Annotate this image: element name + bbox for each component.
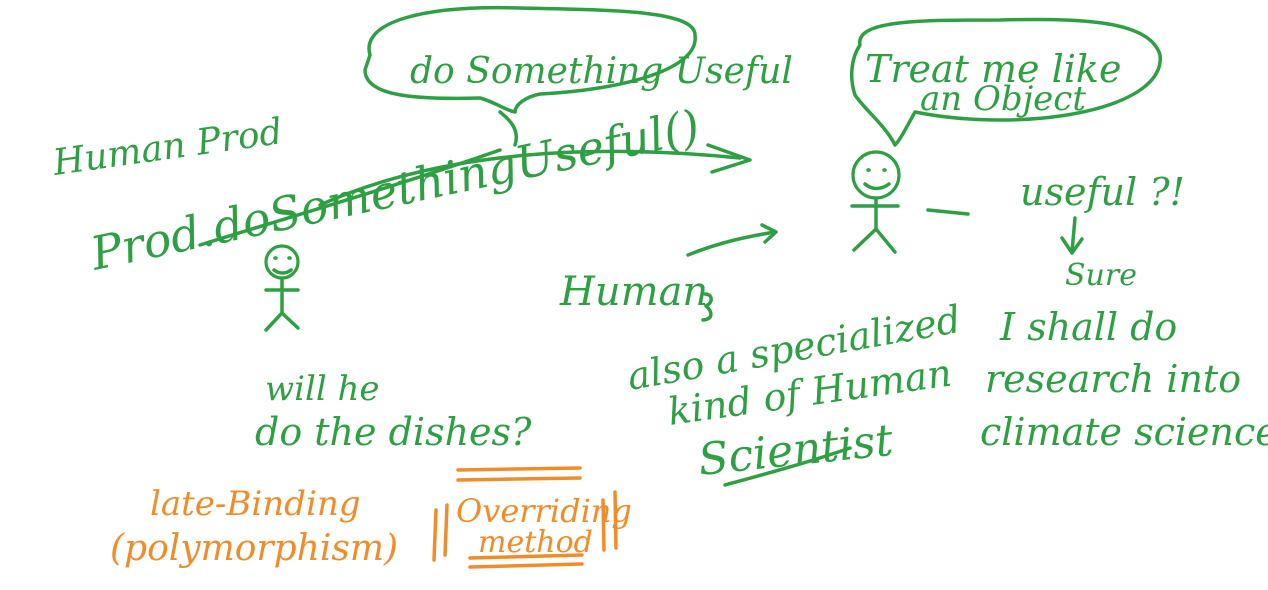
label-useful-question: useful ?! — [1020, 170, 1185, 214]
label-research-line1: I shall do — [999, 305, 1177, 349]
label-research-line3: climate science — [980, 410, 1268, 454]
right-dash — [926, 208, 970, 216]
orange-double-bar-right — [601, 490, 618, 552]
bubble-left-text: do Something Useful — [410, 51, 793, 92]
label-late-binding-line1: late-Binding — [150, 484, 360, 524]
speech-bubble-left — [363, 5, 697, 114]
orange-box — [456, 466, 584, 569]
arrow-long — [318, 149, 742, 207]
stick-figure-right-mouth — [863, 182, 891, 191]
arrowhead-long — [706, 143, 752, 174]
stick-figure-left-body — [264, 276, 300, 332]
label-human-prod: Human Prod — [50, 111, 285, 184]
speech-bubble-right — [849, 17, 1162, 147]
arrowhead-down-right — [1060, 236, 1084, 255]
arrow-down-right — [1070, 216, 1077, 254]
label-research-line2: research into — [985, 357, 1241, 401]
label-late-binding-line2: (polymorphism) — [110, 528, 398, 569]
arrowhead-human — [760, 223, 778, 244]
bubble-right-text-line2: an Object — [920, 79, 1086, 119]
label-dishes-line2: do the dishes? — [255, 410, 532, 454]
scientist-underline — [723, 446, 852, 487]
stick-figure-left-mouth — [272, 268, 293, 275]
bubble-right-text-line1: Treat me like — [865, 47, 1121, 91]
label-sure: Sure — [1065, 258, 1137, 293]
speech-bubble-left-tail — [498, 110, 518, 147]
stick-figure-right-body — [850, 196, 900, 254]
stick-figure-right-head — [851, 150, 901, 200]
human-equivalence-mark — [701, 292, 713, 322]
label-human: Human — [559, 269, 708, 315]
label-method: method — [478, 525, 593, 560]
orange-double-bar-left — [432, 503, 449, 562]
label-dishes-line1: will he — [265, 369, 380, 409]
arrow-human — [686, 230, 777, 257]
